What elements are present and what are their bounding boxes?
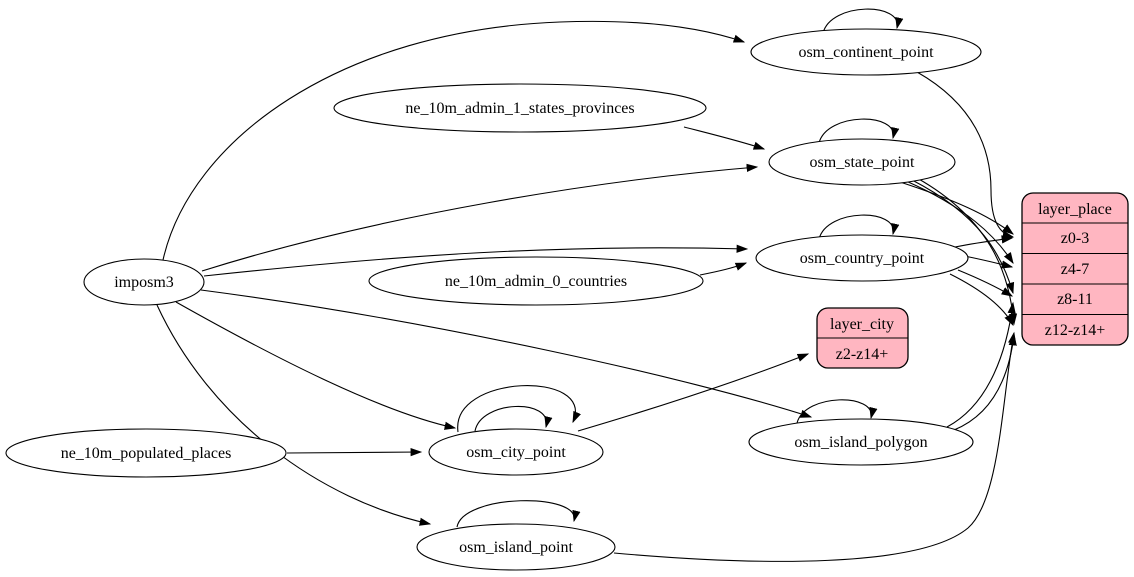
- node-osm-continent-point: osm_continent_point: [750, 28, 982, 76]
- osm-state-point-ellipse: [768, 138, 956, 186]
- edge-osm_island_polygon-z8-11: [946, 301, 1016, 428]
- selfloop-osm_country_point: [818, 214, 900, 240]
- selfloop-osm_city_point-outer: [457, 385, 581, 433]
- node-osm-country-point: osm_country_point: [755, 234, 969, 282]
- osm-city-point-label: osm_city_point: [466, 444, 566, 461]
- node-osm-island-point: osm_island_point: [416, 523, 616, 571]
- edge-osm_continent_point-z0-3: [916, 71, 1015, 239]
- node-osm-island-polygon: osm_island_polygon: [748, 418, 974, 466]
- ne-10m-populated-places-ellipse: [5, 428, 287, 478]
- edge-osm_country_point-z8-11: [957, 269, 1014, 297]
- osm-country-point-ellipse: [755, 234, 969, 282]
- edge-osm_state_point-z4-7: [905, 180, 1014, 265]
- imposm3-label: imposm3: [114, 274, 174, 291]
- edge-ne_10m_admin_0_countries-osm_country_point: [699, 262, 748, 276]
- ne-10m-admin-1-label: ne_10m_admin_1_states_provinces: [405, 100, 634, 117]
- edge-imposm3-osm_state_point: [201, 163, 759, 272]
- selfloop-osm_island_polygon: [796, 399, 878, 424]
- edge-osm_country_point-z0-3: [954, 235, 1014, 248]
- edge-osm_country_point-z12-z14: [949, 273, 1014, 327]
- edge-imposm3-osm_island_polygon: [200, 289, 813, 418]
- selfloop-osm_city_point-inner: [474, 405, 553, 432]
- osm-country-point-label: osm_country_point: [800, 250, 925, 267]
- node-layer-city: layer_city z2-z14+: [816, 307, 909, 369]
- ne-10m-populated-places-label: ne_10m_populated_places: [61, 445, 232, 462]
- edge-imposm3-osm_continent_point: [162, 20, 746, 261]
- layer-place-row-z12-z14: z12-z14+: [1045, 322, 1106, 339]
- ne-10m-admin-1-ellipse: [333, 83, 707, 133]
- node-ne-10m-populated-places: ne_10m_populated_places: [5, 428, 287, 478]
- selfloop-osm_state_point: [818, 118, 900, 144]
- layer-city-title: layer_city: [830, 316, 894, 333]
- osm-island-polygon-ellipse: [748, 418, 974, 466]
- edge-osm_state_point-z0-3: [899, 181, 1014, 235]
- node-osm-city-point: osm_city_point: [428, 428, 604, 476]
- osm-continent-point-label: osm_continent_point: [798, 44, 934, 61]
- edge-ne_10m_populated_places-osm_city_point: [286, 447, 423, 457]
- layer-place-box: [1021, 192, 1129, 346]
- edge-osm_island_point-z12-z14: [613, 331, 1017, 562]
- node-osm-state-point: osm_state_point: [768, 138, 956, 186]
- layer-place-row-z0-3: z0-3: [1061, 230, 1089, 247]
- node-ne-10m-admin-1-states-provinces: ne_10m_admin_1_states_provinces: [333, 83, 707, 133]
- osm-state-point-label: osm_state_point: [810, 154, 915, 171]
- edge-osm_city_point-layer_city_z2: [577, 353, 810, 432]
- selfloop-osm_island_point: [456, 500, 581, 528]
- edge-ne_10m_admin_1_states_provinces-osm_state_point: [683, 126, 766, 150]
- edge-imposm3-osm_island_point: [156, 304, 432, 526]
- edge-imposm3-osm_country_point: [203, 244, 749, 277]
- ne-10m-admin-0-label: ne_10m_admin_0_countries: [445, 273, 627, 290]
- ne-10m-admin-0-ellipse: [368, 256, 704, 306]
- node-layer-place: layer_place z0-3 z4-7 z8-11 z12-z14+: [1021, 192, 1129, 346]
- osm-continent-point-ellipse: [750, 28, 982, 76]
- layer-place-row-z4-7: z4-7: [1061, 261, 1089, 278]
- imposm3-ellipse: [83, 258, 205, 306]
- node-ne-10m-admin-0-countries: ne_10m_admin_0_countries: [368, 256, 704, 306]
- osm-island-point-ellipse: [416, 523, 616, 571]
- edge-osm_country_point-z4-7: [963, 255, 1014, 269]
- edge-group: [156, 8, 1018, 562]
- edge-imposm3-osm_city_point: [175, 301, 457, 430]
- layer-place-row-z8-11: z8-11: [1057, 291, 1093, 308]
- layer-place-title: layer_place: [1038, 201, 1112, 218]
- node-imposm3: imposm3: [83, 258, 205, 306]
- selfloop-osm_continent_point: [822, 8, 904, 34]
- osm-island-point-label: osm_island_point: [459, 539, 573, 556]
- layer-city-row-z2-z14: z2-z14+: [836, 346, 889, 363]
- osm-island-polygon-label: osm_island_polygon: [794, 434, 927, 451]
- osm-city-point-ellipse: [428, 428, 604, 476]
